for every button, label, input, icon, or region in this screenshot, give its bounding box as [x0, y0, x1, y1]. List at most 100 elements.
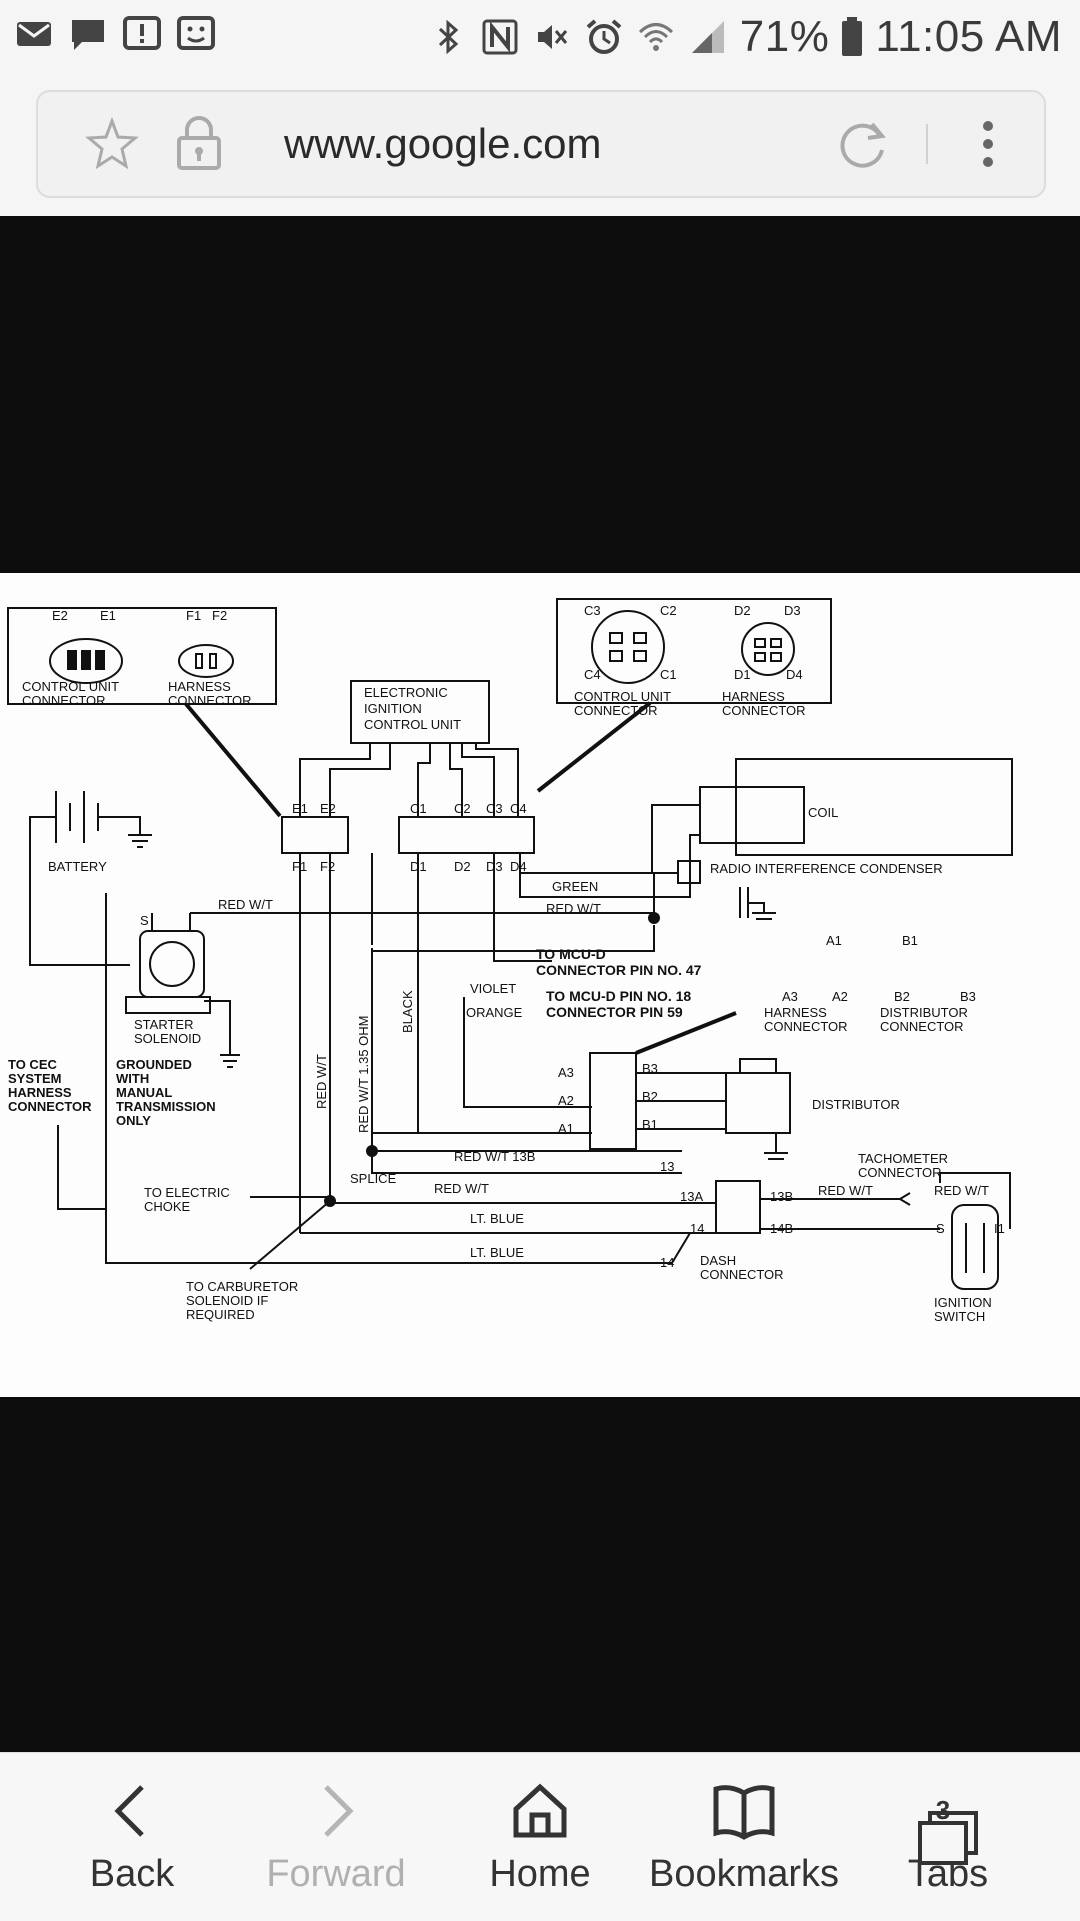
forward-label: Forward	[266, 1853, 406, 1895]
label-dash-connector: CONNECTOR	[700, 1267, 784, 1282]
url-text[interactable]: www.google.com	[284, 120, 602, 167]
label-red-wt: RED W/T	[218, 897, 273, 912]
back-button[interactable]: Back	[32, 1753, 232, 1921]
label-red-wt-2: RED W/T	[546, 901, 601, 916]
lock-icon[interactable]	[174, 114, 224, 172]
label-f2: F2	[212, 608, 227, 623]
label-red-wt-135: RED W/T 1.35 OHM	[356, 1015, 371, 1133]
label-ignition: IGNITION	[934, 1295, 992, 1310]
tabs-icon: 3	[916, 1781, 980, 1865]
label-cu-connector-right-2: CONNECTOR	[574, 703, 658, 718]
label-carb-1: TO CARBURETOR	[186, 1279, 298, 1294]
home-label: Home	[489, 1853, 591, 1895]
wifi-icon	[638, 23, 673, 51]
bottom-navigation-bar: Back Forward Home Bookmarks 3 Tabs	[0, 1752, 1080, 1921]
label-13b: 13B	[770, 1189, 793, 1204]
label-c1: C1	[660, 667, 677, 682]
label-eicu-2: IGNITION	[364, 701, 422, 716]
label-splice: SPLICE	[350, 1171, 397, 1186]
label-control-unit-connector-2: CONNECTOR	[22, 693, 106, 708]
back-label: Back	[89, 1853, 175, 1895]
label-e1-pin: E1	[292, 801, 308, 816]
label-d1: D1	[734, 667, 751, 682]
label-grounded-3: MANUAL	[116, 1085, 172, 1100]
label-harness-right-2: CONNECTOR	[722, 703, 806, 718]
label-cec-2: SYSTEM	[8, 1071, 61, 1086]
label-d2: D2	[734, 603, 751, 618]
label-s-terminal: S	[140, 913, 149, 928]
label-c3: C3	[584, 603, 601, 618]
label-14-upper: 14	[690, 1221, 704, 1236]
label-d4: D4	[786, 667, 803, 682]
label-14-lower: 14	[660, 1255, 674, 1270]
label-harness-right: HARNESS	[722, 689, 785, 704]
battery-icon	[842, 17, 863, 56]
label-radio-condenser: RADIO INTERFERENCE CONDENSER	[710, 861, 943, 876]
forward-button[interactable]: Forward	[236, 1753, 436, 1921]
chat-icon	[72, 20, 104, 50]
bookmark-star-icon[interactable]	[84, 116, 140, 172]
label-starter: STARTER	[134, 1017, 193, 1032]
tabs-button[interactable]: 3 Tabs	[848, 1753, 1048, 1921]
label-violet: VIOLET	[470, 981, 516, 996]
label-cec-3: HARNESS	[8, 1085, 72, 1100]
label-red-wt-tach: RED W/T	[818, 1183, 873, 1198]
label-a2: A2	[832, 989, 848, 1004]
email-icon	[17, 22, 51, 46]
wiring-diagram-image[interactable]: E2 E1 F1 F2 CONTROL UNIT CONNECTOR HARNE…	[0, 573, 1080, 1397]
tab-count: 3	[935, 1795, 951, 1825]
label-green-wire: GREEN	[552, 879, 598, 894]
label-grounded-1: GROUNDED	[116, 1057, 192, 1072]
label-orange: ORANGE	[466, 1005, 523, 1020]
browser-toolbar: www.google.com	[0, 80, 1080, 216]
diagram-labels: E2 E1 F1 F2 CONTROL UNIT CONNECTOR HARNE…	[8, 603, 1005, 1324]
label-mcu-47-1: TO MCU-D	[536, 946, 606, 962]
label-choke-2: CHOKE	[144, 1199, 191, 1214]
label-red-wt-vertical: RED W/T	[314, 1054, 329, 1109]
label-lt-blue-2: LT. BLUE	[470, 1245, 524, 1260]
label-a1-pin: A1	[558, 1121, 574, 1136]
label-harness-connector-2: CONNECTOR	[168, 693, 252, 708]
label-f2-pin: F2	[320, 859, 335, 874]
label-tachometer-2: CONNECTOR	[858, 1165, 942, 1180]
label-d3-pin: D3	[486, 859, 503, 874]
label-eicu-3: CONTROL UNIT	[364, 717, 461, 732]
label-b2: B2	[894, 989, 910, 1004]
label-i-terminal: I	[188, 913, 192, 928]
label-e2: E2	[52, 608, 68, 623]
label-b1-pin: B1	[642, 1117, 658, 1132]
label-a1: A1	[826, 933, 842, 948]
home-button[interactable]: Home	[440, 1753, 640, 1921]
address-bar[interactable]: www.google.com	[36, 90, 1046, 198]
label-red-wt-switch: RED W/T	[934, 1183, 989, 1198]
label-b2-pin: B2	[642, 1089, 658, 1104]
label-battery: BATTERY	[48, 859, 107, 874]
label-c1-pin: C1	[410, 801, 427, 816]
toolbar-divider	[926, 124, 928, 164]
label-13: 13	[660, 1159, 674, 1174]
label-red-wt-13a: RED W/T	[434, 1181, 489, 1196]
face-icon	[177, 16, 215, 50]
signal-icon	[691, 21, 724, 53]
alert-icon	[123, 16, 161, 50]
label-carb-3: REQUIRED	[186, 1307, 255, 1322]
label-c4-pin: C4	[510, 801, 527, 816]
label-control-unit-connector: CONTROL UNIT	[22, 679, 119, 694]
mute-icon	[537, 25, 567, 49]
bookmarks-button[interactable]: Bookmarks	[644, 1753, 844, 1921]
label-f1-pin: F1	[292, 859, 307, 874]
label-mcu-47-2: CONNECTOR PIN NO. 47	[536, 962, 702, 978]
label-harness-dist-2: CONNECTOR	[764, 1019, 848, 1034]
more-options-icon[interactable]	[978, 116, 998, 172]
label-cec-1: TO CEC	[8, 1057, 57, 1072]
image-letterbox-bottom	[0, 1397, 1080, 1752]
label-d2-pin: D2	[454, 859, 471, 874]
label-red-wt-13b: RED W/T 13B	[454, 1149, 535, 1164]
label-cec-4: CONNECTOR	[8, 1099, 92, 1114]
label-coil: COIL	[808, 805, 838, 820]
reload-icon[interactable]	[836, 116, 892, 172]
battery-percent: 71%	[739, 12, 830, 61]
label-mcu-18-2: CONNECTOR PIN 59	[546, 1004, 683, 1020]
status-bar: 71% 11:05 AM	[0, 0, 1080, 80]
label-d4-pin: D4	[510, 859, 527, 874]
